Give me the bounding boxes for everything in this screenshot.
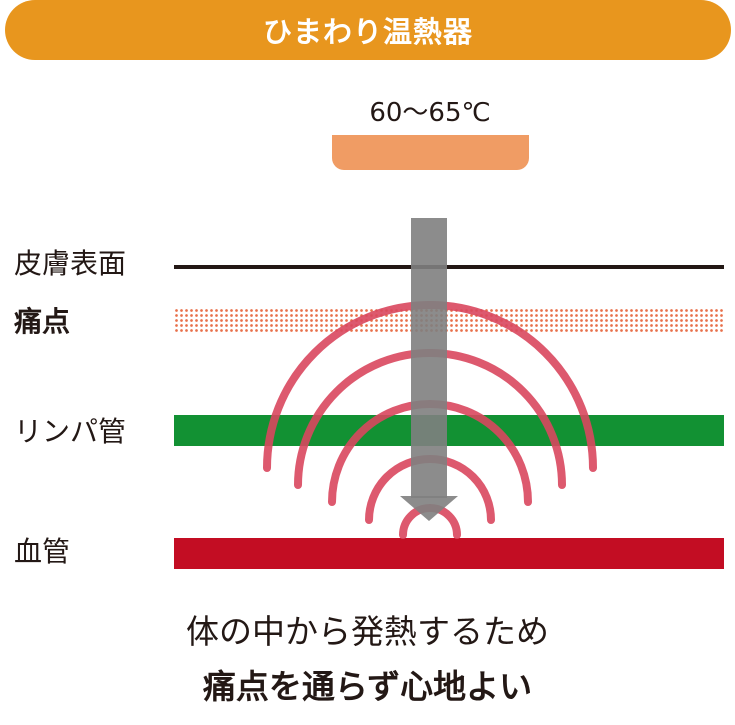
temperature-label: 60〜65℃ xyxy=(369,98,491,128)
pain-point-label: 痛点 xyxy=(14,305,71,338)
pain-point-band xyxy=(174,308,724,334)
skin-surface-label: 皮膚表面 xyxy=(14,247,127,280)
heat-arrow xyxy=(400,218,458,521)
heat-arrow-shaft xyxy=(411,218,447,498)
blood-vessel-label: 血管 xyxy=(14,535,71,568)
caption-line-1: 体の中から発熱するため xyxy=(186,612,549,651)
caption-line-2: 痛点を通らず心地よい xyxy=(202,667,533,706)
heater-pad xyxy=(332,135,529,170)
skin-surface-line xyxy=(174,265,724,269)
heat-arrow-head xyxy=(400,496,458,521)
title-text: ひまわり温熱器 xyxy=(262,15,473,49)
title-banner: ひまわり温熱器 xyxy=(5,0,731,60)
blood-vessel-band xyxy=(174,538,724,569)
lymph-vessel-label: リンパ管 xyxy=(14,415,127,448)
